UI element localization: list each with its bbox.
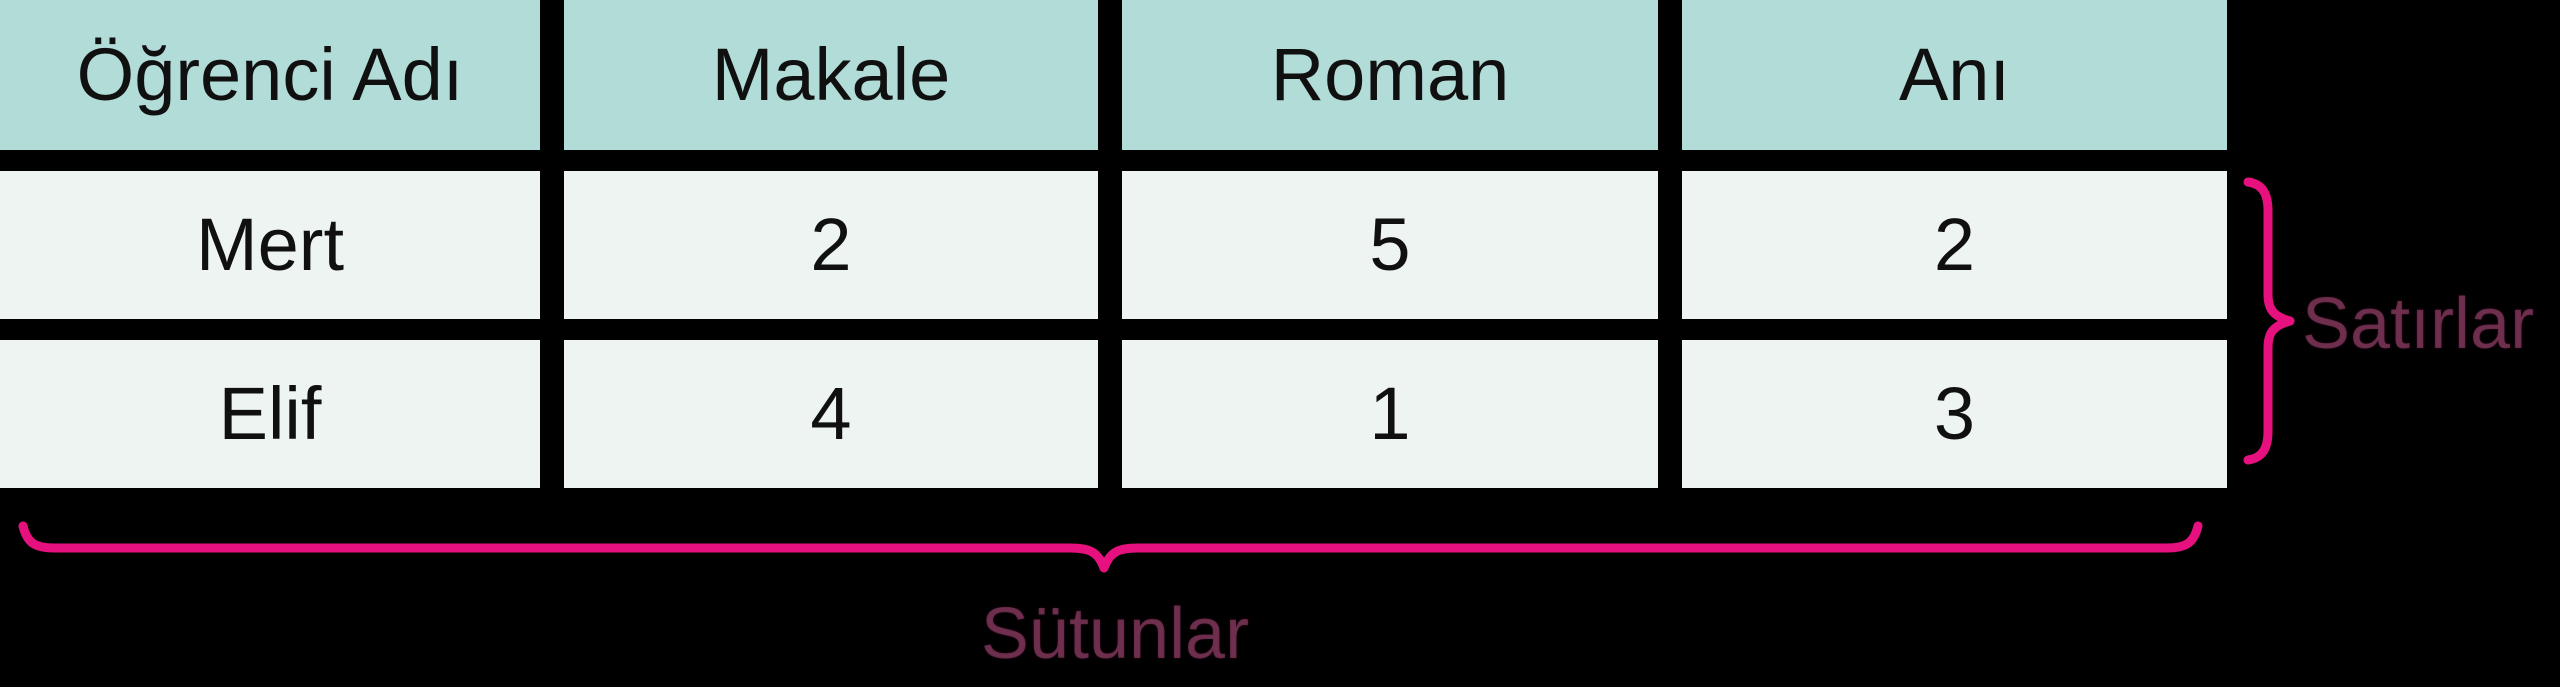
table-cell-row1-roman: 5: [1122, 171, 1658, 319]
header-cell-makale: Makale: [564, 0, 1098, 150]
header-cell-roman: Roman: [1122, 0, 1658, 150]
header-cell-ogrenci-adi: Öğrenci Adı: [0, 0, 540, 150]
table-cell-row2-makale: 4: [564, 340, 1098, 488]
columns-brace-icon: [18, 521, 2203, 573]
rows-brace-icon: [2243, 177, 2295, 465]
student-table: Öğrenci Adı Makale Roman Anı Mert 2 5 2 …: [0, 0, 2227, 488]
table-cell-row2-roman: 1: [1122, 340, 1658, 488]
table-cell-row2-name: Elif: [0, 340, 540, 488]
table-cell-row1-name: Mert: [0, 171, 540, 319]
header-cell-ani: Anı: [1682, 0, 2227, 150]
rows-label: Satırlar: [2302, 284, 2535, 364]
table-cell-row2-ani: 3: [1682, 340, 2227, 488]
table-cell-row1-ani: 2: [1682, 171, 2227, 319]
columns-label: Sütunlar: [980, 594, 1250, 674]
table-cell-row1-makale: 2: [564, 171, 1098, 319]
